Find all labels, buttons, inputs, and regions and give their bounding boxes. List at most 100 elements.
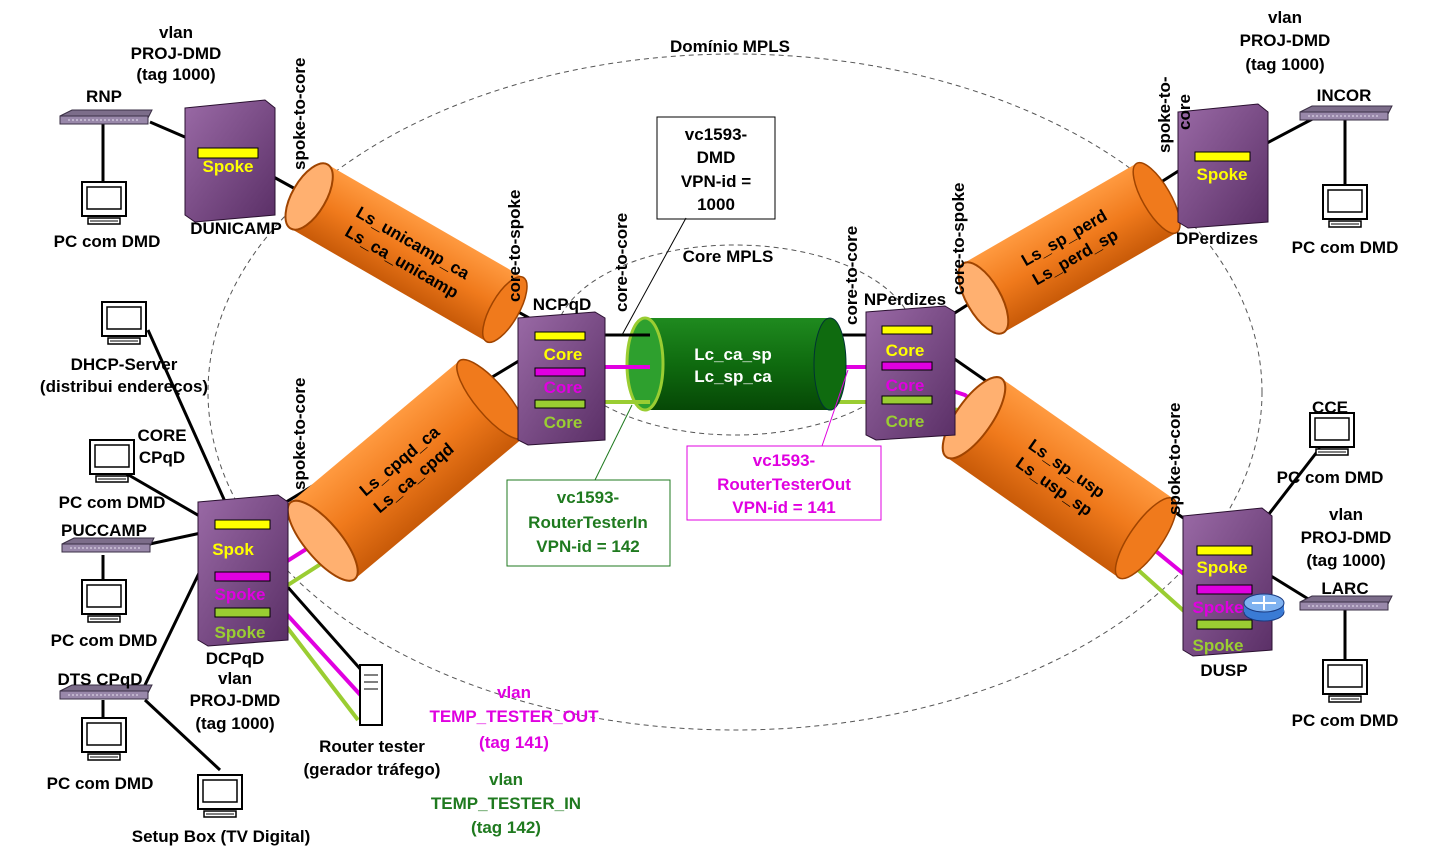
hub-rnp xyxy=(59,109,153,125)
box-vc-out-l2: RouterTesterOut xyxy=(717,475,851,494)
vlan-right-l1: vlan xyxy=(1329,505,1363,524)
nperdizes-slot-2: Core xyxy=(886,412,925,431)
incor-label: INCOR xyxy=(1317,86,1372,105)
pc-dts-icon xyxy=(81,717,127,761)
box-vc-dmd: vc1593- DMD VPN-id = 1000 xyxy=(621,116,776,336)
box-vc-in: vc1593- RouterTesterIn VPN-id = 142 xyxy=(506,404,671,567)
dcpqd-label: DCPqD xyxy=(206,649,265,668)
dperdizes-slot-0: Spoke xyxy=(1196,165,1247,184)
pc-cce-icon xyxy=(1309,412,1355,456)
link-core-to-core-ncpqd: core-to-core xyxy=(612,213,631,312)
vlan-out-l1: vlan xyxy=(497,683,531,702)
dcpqd-vlan-l3: (tag 1000) xyxy=(195,714,274,733)
box-vc-dmd-l4: 1000 xyxy=(697,195,735,214)
ncpqd-label: NCPqD xyxy=(533,295,592,314)
router-tester-icon xyxy=(359,664,383,726)
setup-box-label: Setup Box (TV Digital) xyxy=(132,827,311,846)
pc-dts-label: PC com DMD xyxy=(47,774,154,793)
link-spoke-to-core-dusp: spoke-to-core xyxy=(1165,403,1184,515)
vlan-in-l2: TEMP_TESTER_IN xyxy=(431,794,581,813)
tube-core: Lc_ca_sp Lc_sp_ca xyxy=(625,316,847,412)
dcpqd-slot-0: Spok xyxy=(212,540,254,559)
pc-setup-icon xyxy=(197,774,243,818)
nperdizes-slot-1: Core xyxy=(886,376,925,395)
dusp-label: DUSP xyxy=(1200,661,1247,680)
hub-incor xyxy=(1299,105,1393,121)
dcpqd-vlan-l1: vlan xyxy=(218,669,252,688)
box-vc-out-l1: vc1593- xyxy=(753,451,815,470)
ncpqd-slot-1: Core xyxy=(544,378,583,397)
vlan-in-l1: vlan xyxy=(489,770,523,789)
switch-ncpqd: Core Core Core NCPqD xyxy=(517,295,606,446)
dhcp-label-2: (distribui endereços) xyxy=(40,377,208,396)
link-spoke-to-core-unicamp: spoke-to-core xyxy=(290,58,309,170)
cce-label: CCE xyxy=(1312,398,1348,417)
pc-core-icon xyxy=(89,439,135,483)
dusp-slot-1: Spoke xyxy=(1192,598,1243,617)
pc-incor-label: PC com DMD xyxy=(1292,238,1399,257)
vlan-topleft-l3: (tag 1000) xyxy=(136,65,215,84)
vlan-in-l3: (tag 142) xyxy=(471,818,541,837)
tube-unicamp: Ls_unicamp_ca Ls_ca_unicamp xyxy=(284,162,528,344)
link-core-to-spoke-ncpqd: core-to-spoke xyxy=(505,190,524,302)
dunicamp-label: DUNICAMP xyxy=(190,219,282,238)
pc-pucc-icon xyxy=(81,579,127,623)
vlan-topleft-l2: PROJ-DMD xyxy=(131,44,222,63)
dusp-slot-0: Spoke xyxy=(1196,558,1247,577)
vlan-topright-l1: vlan xyxy=(1268,8,1302,27)
dts-label: DTS CPqD xyxy=(58,670,143,689)
ncpqd-slot-0: Core xyxy=(544,345,583,364)
pc-larc-icon xyxy=(1322,659,1368,703)
vlan-right-l2: PROJ-DMD xyxy=(1301,528,1392,547)
tube-usp: Ls_sp_usp Ls_usp_sp xyxy=(941,376,1178,580)
switch-dusp: Spoke Spoke Spoke DUSP xyxy=(1182,507,1273,680)
link-spoke-to-core-dperd-1: spoke-to- xyxy=(1155,77,1174,154)
link-core-to-core-nperd: core-to-core xyxy=(842,226,861,325)
box-vc-out: vc1593- RouterTesterOut VPN-id = 141 xyxy=(686,369,882,521)
switch-nperdizes: Core Core Core NPerdizes xyxy=(864,290,956,441)
mpls-domain-ellipse xyxy=(207,53,1263,731)
dcpqd-slot-2: Spoke xyxy=(214,623,265,642)
vlan-out-l2: TEMP_TESTER_OUT xyxy=(429,707,599,726)
box-vc-dmd-l3: VPN-id = xyxy=(681,172,751,191)
vlan-out-l3: (tag 141) xyxy=(479,733,549,752)
puccamp-label: PUCCAMP xyxy=(61,521,147,540)
vlan-topleft-l1: vlan xyxy=(159,23,193,42)
link-spoke-to-core-dcpqd: spoke-to-core xyxy=(290,378,309,490)
dcpqd-slot-1: Spoke xyxy=(214,585,265,604)
box-vc-in-l3: VPN-id = 142 xyxy=(536,537,639,556)
tube-perdizes: Ls_sp_perd Ls_perd_sp xyxy=(957,161,1181,335)
link-spoke-to-core-dperd-2: core xyxy=(1175,94,1194,130)
nperdizes-slot-0: Core xyxy=(886,341,925,360)
tube-cpqd: Ls_cpqd_ca Ls_ca_cpqd xyxy=(286,358,527,582)
box-vc-in-l1: vc1593- xyxy=(557,488,619,507)
switch-dunicamp: Spoke DUNICAMP xyxy=(184,99,282,238)
tube-core-line2: Lc_sp_ca xyxy=(694,367,772,386)
hub-larc xyxy=(1299,595,1393,611)
box-vc-in-l2: RouterTesterIn xyxy=(528,513,648,532)
switch-dcpqd: Spok Spoke Spoke xyxy=(197,494,289,647)
mpls-domain-label: Domínio MPLS xyxy=(670,37,790,56)
vlan-topright-l3: (tag 1000) xyxy=(1245,55,1324,74)
dunicamp-slot-0: Spoke xyxy=(202,157,253,176)
vlan-right-l3: (tag 1000) xyxy=(1306,551,1385,570)
core-cpqd-label-1: CORE xyxy=(137,426,186,445)
pc-rnp-icon xyxy=(81,181,127,225)
larc-label: LARC xyxy=(1321,579,1368,598)
core-cpqd-label-2: CPqD xyxy=(139,448,185,467)
box-vc-dmd-l2: DMD xyxy=(697,148,736,167)
dusp-slot-2: Spoke xyxy=(1192,636,1243,655)
ncpqd-slot-2: Core xyxy=(544,413,583,432)
box-vc-out-l3: VPN-id = 141 xyxy=(732,498,835,517)
vlan-topright-l2: PROJ-DMD xyxy=(1240,31,1331,50)
rnp-label: RNP xyxy=(86,87,122,106)
router-tester-label-2: (gerador tráfego) xyxy=(304,760,441,779)
dhcp-label-1: DHCP-Server xyxy=(71,355,178,374)
box-vc-dmd-l1: vc1593- xyxy=(685,125,747,144)
core-mpls-label: Core MPLS xyxy=(683,247,774,266)
tube-core-line1: Lc_ca_sp xyxy=(694,345,772,364)
switch-dperdizes: Spoke DPerdizes xyxy=(1176,103,1269,248)
pc-incor-icon xyxy=(1322,184,1368,228)
